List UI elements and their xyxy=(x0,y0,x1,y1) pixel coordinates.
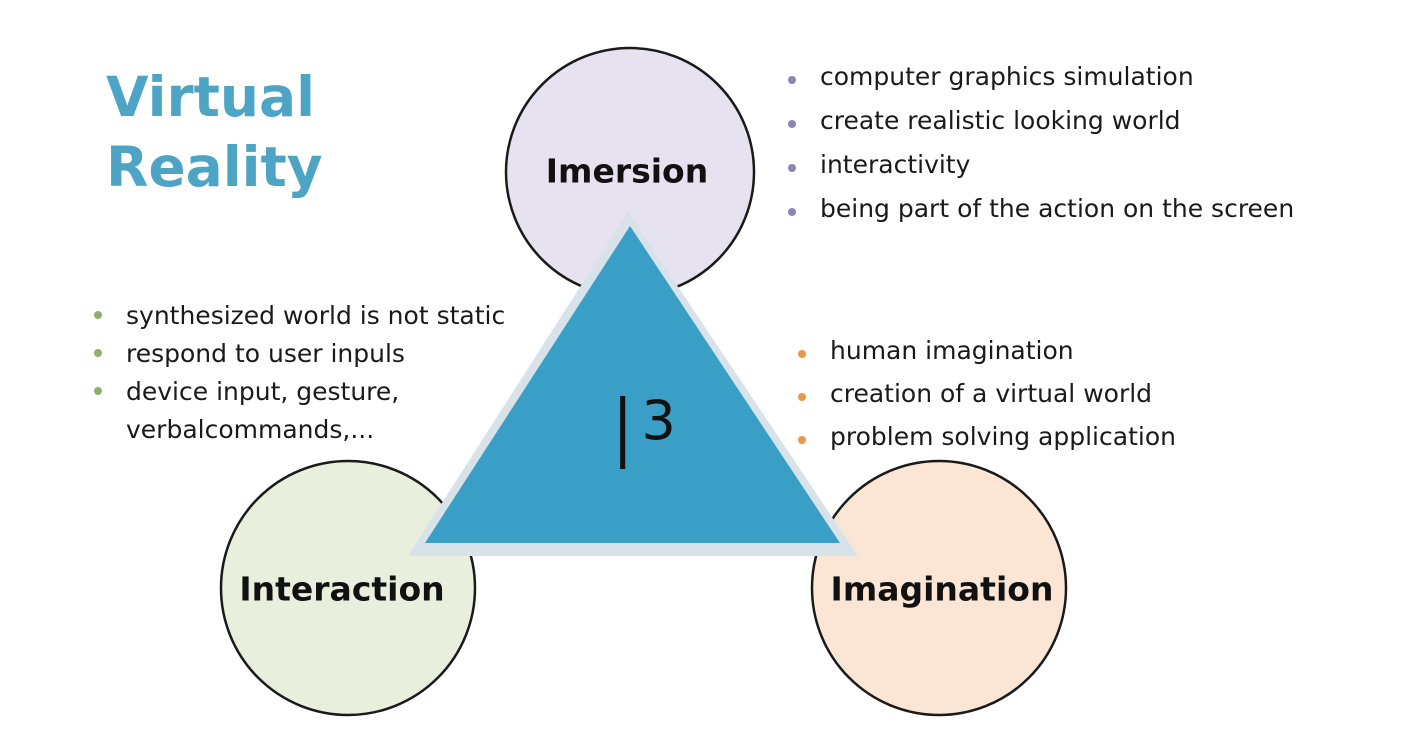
bullet-text: creation of a virtual world xyxy=(830,379,1153,408)
list-item: problem solving application xyxy=(794,422,1176,465)
list-item: creation of a virtual world xyxy=(794,379,1176,422)
bullet-dot xyxy=(788,208,796,216)
title-line-1: Virtual xyxy=(106,65,315,129)
bullet-dot xyxy=(94,387,102,395)
imagination-bullets: human imagination creation of a virtual … xyxy=(794,336,1176,465)
bullet-text: create realistic looking world xyxy=(820,106,1181,135)
bullet-text: respond to user inpuls xyxy=(126,339,405,368)
interaction-label: Interaction xyxy=(239,569,445,609)
interaction-circle xyxy=(219,459,477,717)
bullet-dot xyxy=(788,120,796,128)
center-base: I xyxy=(608,376,638,493)
bullet-text: synthesized world is not static xyxy=(126,301,506,330)
diagram-title: Virtual Reality xyxy=(106,62,323,202)
imagination-circle xyxy=(810,459,1068,717)
bullet-text: interactivity xyxy=(820,150,971,179)
bullet-dot xyxy=(788,164,796,172)
list-item: human imagination xyxy=(794,336,1176,379)
bullet-text: computer graphics simulation xyxy=(820,62,1194,91)
bullet-dot xyxy=(798,350,806,358)
title-line-2: Reality xyxy=(106,135,323,199)
list-item: being part of the action on the screen xyxy=(784,194,1294,238)
imagination-label: Imagination xyxy=(830,569,1054,609)
immersion-bullets: computer graphics simulation create real… xyxy=(784,62,1294,238)
list-item: interactivity xyxy=(784,150,1294,194)
bullet-dot xyxy=(94,311,102,319)
bullet-text: being part of the action on the screen xyxy=(820,194,1295,223)
immersion-label: Imersion xyxy=(545,151,709,191)
list-item: device input, gesture, verbalcommands,... xyxy=(90,373,505,449)
list-item: respond to user inpuls xyxy=(90,335,505,373)
list-item: synthesized world is not static xyxy=(90,297,505,335)
center-exponent: 3 xyxy=(641,389,676,452)
interaction-bullets: synthesized world is not static respond … xyxy=(90,297,505,449)
center-triangle xyxy=(425,226,840,543)
list-item: computer graphics simulation xyxy=(784,62,1294,106)
bullet-dot xyxy=(798,393,806,401)
bullet-dot xyxy=(798,436,806,444)
bullet-text: device input, gesture, xyxy=(126,377,400,406)
i-cubed-label: I3 xyxy=(608,380,676,490)
bullet-dot xyxy=(788,76,796,84)
list-item: create realistic looking world xyxy=(784,106,1294,150)
bullet-text: human imagination xyxy=(830,336,1074,365)
bullet-text-continuation: verbalcommands,... xyxy=(126,415,375,444)
bullet-dot xyxy=(94,349,102,357)
bullet-text: problem solving application xyxy=(830,422,1176,451)
